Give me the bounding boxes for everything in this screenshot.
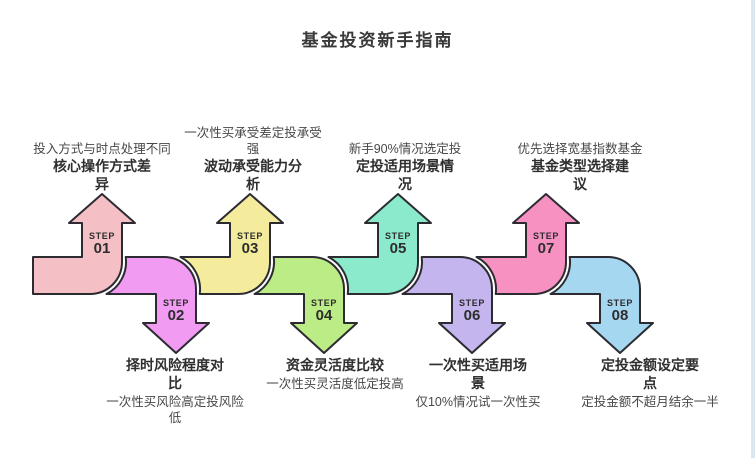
- step-02-title: 择时风险程度对比: [126, 357, 224, 391]
- step-03-title: 波动承受能力分析: [204, 158, 302, 193]
- step-06-number: 06: [464, 307, 481, 324]
- step-04-arrow-down: [253, 256, 358, 354]
- step-04-label-block: 资金灵活度比较 一次性买灵活度低定投高: [240, 357, 430, 393]
- step-01-word: STEP: [89, 231, 115, 241]
- step-08-title: 定投金额设定要点: [601, 357, 699, 391]
- step-02-arrow-group: STEP 02: [105, 256, 210, 354]
- step-07-desc: 优先选择宽基指数基金: [517, 141, 643, 156]
- page-title: 基金投资新手指南: [301, 31, 454, 50]
- step-05-arrow-up: [327, 193, 432, 295]
- step-03-word: STEP: [237, 231, 263, 241]
- step-08-arrow-down: [549, 256, 654, 354]
- step-05-label-block: 新手90%情况选定投 定投适用场景情况: [310, 140, 500, 194]
- step-02-word: STEP: [163, 298, 189, 308]
- step-04-desc: 一次性买灵活度低定投高: [266, 376, 404, 391]
- step-01-arrow-group: STEP 01: [32, 193, 136, 295]
- step-05-desc: 新手90%情况选定投: [348, 141, 462, 156]
- step-01-arrow-up: [32, 193, 136, 295]
- step-06-word: STEP: [459, 298, 485, 308]
- step-08-label-block: 定投金额设定要点 定投金额不超月结余一半: [555, 357, 745, 411]
- step-05-number: 05: [390, 240, 407, 257]
- step-03-arrow-group: STEP 03: [179, 193, 284, 295]
- step-03-desc: 一次性买承受差定投承受强: [184, 125, 322, 156]
- step-06-title: 一次性买适用场景: [429, 357, 527, 391]
- step-06-label-block: 一次性买适用场景 仅10%情况试一次性买: [383, 357, 573, 411]
- step-07-arrow-up: [475, 193, 580, 295]
- step-01-label-block: 投入方式与时点处理不同 核心操作方式差异: [7, 140, 197, 194]
- step-07-word: STEP: [533, 231, 559, 241]
- step-01-title: 核心操作方式差异: [53, 158, 151, 193]
- step-02-label-block: 择时风险程度对比 一次性买风险高定投风险低: [80, 357, 270, 427]
- step-07-number: 07: [538, 240, 555, 257]
- step-01-number: 01: [94, 240, 111, 257]
- step-03-number: 03: [242, 240, 259, 257]
- step-01-desc: 投入方式与时点处理不同: [33, 141, 171, 156]
- step-08-arrow-group: STEP 08: [549, 256, 654, 354]
- step-02-desc: 一次性买风险高定投风险低: [106, 394, 244, 426]
- step-08-word: STEP: [607, 298, 633, 308]
- step-04-number: 04: [316, 307, 333, 324]
- step-04-title: 资金灵活度比较: [286, 357, 384, 373]
- step-04-arrow-group: STEP 04: [253, 256, 358, 354]
- step-02-arrow-down: [105, 256, 210, 354]
- step-07-title: 基金类型选择建议: [531, 158, 629, 193]
- step-04-word: STEP: [311, 298, 337, 308]
- step-03-arrow-up: [179, 193, 284, 295]
- page-edge-strip: [751, 0, 755, 458]
- step-07-arrow-group: STEP 07: [475, 193, 580, 295]
- step-05-word: STEP: [385, 231, 411, 241]
- step-06-arrow-group: STEP 06: [401, 256, 506, 354]
- step-06-arrow-down: [401, 256, 506, 354]
- step-03-label-block: 一次性买承受差定投承受强 波动承受能力分析: [158, 124, 348, 194]
- step-08-number: 08: [612, 307, 629, 324]
- step-02-number: 02: [168, 307, 185, 324]
- step-08-desc: 定投金额不超月结余一半: [581, 394, 719, 409]
- step-05-arrow-group: STEP 05: [327, 193, 432, 295]
- step-05-title: 定投适用场景情况: [356, 158, 454, 193]
- step-06-desc: 仅10%情况试一次性买: [415, 394, 541, 409]
- step-07-label-block: 优先选择宽基指数基金 基金类型选择建议: [485, 140, 675, 194]
